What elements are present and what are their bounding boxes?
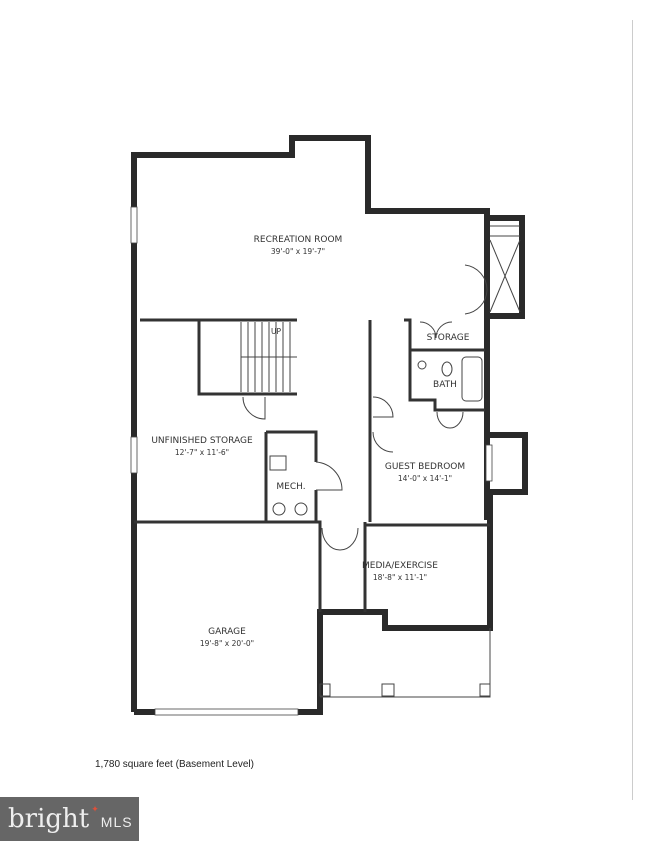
room-label-unfinished-storage: UNFINISHED STORAGE — [151, 436, 253, 446]
storage-door-swing — [242, 396, 266, 420]
window — [130, 206, 138, 244]
room-label-guest-bedroom: GUEST BEDROOM — [385, 462, 465, 472]
room-label-garage: GARAGE — [208, 627, 246, 637]
window — [130, 436, 138, 474]
scan-edge-line — [632, 20, 633, 800]
logo-suffix: MLS — [100, 814, 133, 830]
stairs — [240, 322, 297, 392]
stair-enclosure — [197, 320, 297, 396]
room-dims-recreation: 39'-0" x 19'-7" — [271, 247, 325, 256]
logo-star-icon: ✦ — [91, 804, 99, 814]
toilet — [441, 361, 453, 377]
patio-outline — [320, 628, 491, 698]
room-label-media: MEDIA/EXERCISE — [362, 561, 438, 571]
square-footage-caption: 1,780 square feet (Basement Level) — [95, 759, 254, 770]
bedroom-door-swing — [372, 396, 394, 453]
window — [485, 444, 493, 482]
room-label-bath: BATH — [433, 380, 457, 390]
outer-wall — [131, 135, 490, 712]
bath-wall — [408, 350, 485, 412]
room-dims-guest-bedroom: 14'-0" x 14'-1" — [398, 474, 452, 483]
garage-top-wall — [134, 520, 322, 612]
bright-mls-logo: bright ✦ MLS — [0, 797, 139, 841]
sink — [417, 360, 427, 370]
room-dims-garage: 19'-8" x 20'-0" — [200, 639, 254, 648]
room-label-recreation: RECREATION ROOM — [254, 235, 343, 245]
storage-wall — [404, 318, 485, 352]
room-dims-media: 18'-8" x 11'-1" — [373, 573, 427, 582]
room-label-mech: MECH. — [276, 482, 305, 492]
stair-up-label: UP — [271, 327, 281, 336]
window-bay — [487, 432, 528, 495]
bathtub — [461, 356, 483, 402]
entry-door-swing — [464, 264, 488, 315]
garage-door — [154, 708, 299, 716]
logo-wordmark: bright — [8, 804, 90, 834]
mech-wall — [266, 430, 318, 462]
media-door-swing — [321, 527, 359, 551]
room-label-storage: STORAGE — [427, 333, 470, 343]
entry-vestibule — [487, 215, 525, 319]
mech-door-swing — [315, 461, 343, 491]
room-dims-unfinished-storage: 12'-7" x 11'-6" — [175, 448, 229, 457]
